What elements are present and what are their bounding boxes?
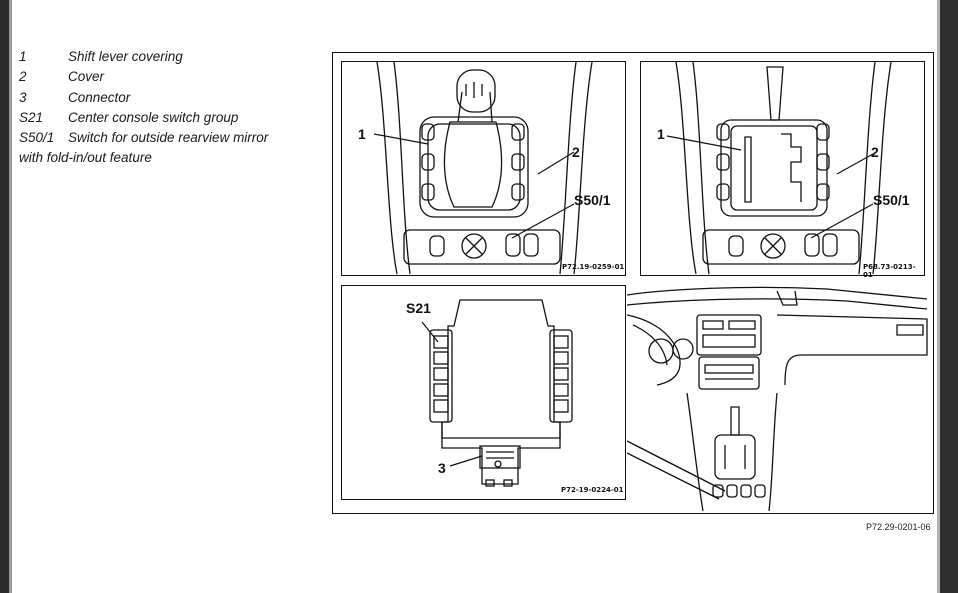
window-left-border — [9, 0, 12, 593]
legend-text: Center console switch group — [68, 109, 239, 125]
legend-code: S21 — [19, 109, 44, 125]
callout-mirror-switch: S50/1 — [574, 192, 611, 208]
legend: 1 Shift lever covering 2 Cover 3 Connect… — [19, 47, 268, 168]
legend-item: S50/1 Switch for outside rearview mirror — [19, 128, 268, 148]
figure: 1 2 S50/1 P72.19-0259-01 — [332, 52, 934, 514]
legend-code: 1 — [19, 49, 27, 64]
callout-switch-group: S21 — [406, 300, 431, 316]
window-right-border — [937, 0, 940, 593]
figure-reference: P72.29-0201-06 — [866, 522, 931, 532]
legend-continuation: with fold-in/out feature — [19, 150, 152, 166]
legend-code: 2 — [19, 69, 27, 85]
callout-shift-lever-covering: 1 — [358, 126, 366, 142]
manual-console-drawing — [373, 62, 593, 275]
switch-group-drawing — [421, 299, 573, 487]
dashboard-overview-drawing — [627, 286, 928, 511]
panel-automatic-console: 1 2 S50/1 P68.73-0213-01 — [640, 61, 925, 279]
legend-text: Shift lever covering — [68, 49, 183, 64]
panel-reference: P72.19-0259-01 — [562, 263, 625, 271]
panel-reference: P72-19-0224-01 — [561, 486, 624, 494]
legend-item: 3 Connector — [19, 88, 152, 108]
legend-code: 3 — [19, 89, 27, 105]
legend-item: S21 Center console switch group — [19, 108, 238, 128]
automatic-console-drawing — [666, 62, 892, 275]
window-right-edge — [940, 0, 958, 593]
callout-connector: 3 — [438, 460, 446, 476]
legend-text: Connector — [68, 89, 131, 105]
callout-mirror-switch: S50/1 — [873, 192, 910, 208]
panel-manual-console: 1 2 S50/1 P72.19-0259-01 — [341, 61, 626, 276]
window-left-edge — [0, 0, 9, 593]
legend-text: Switch for outside rearview mirror — [68, 130, 269, 146]
callout-shift-lever-covering: 1 — [657, 126, 665, 142]
callout-cover: 2 — [871, 144, 879, 160]
legend-item: 1 Shift lever covering — [19, 47, 183, 67]
legend-code: S50/1 — [19, 130, 55, 146]
legend-item: 2 Cover — [19, 67, 152, 87]
panel-switch-group: S21 3 P72-19-0224-01 — [341, 285, 626, 500]
callout-cover: 2 — [572, 144, 580, 160]
panel-reference: P68.73-0213-01 — [863, 263, 916, 279]
legend-text: Cover — [68, 69, 105, 85]
